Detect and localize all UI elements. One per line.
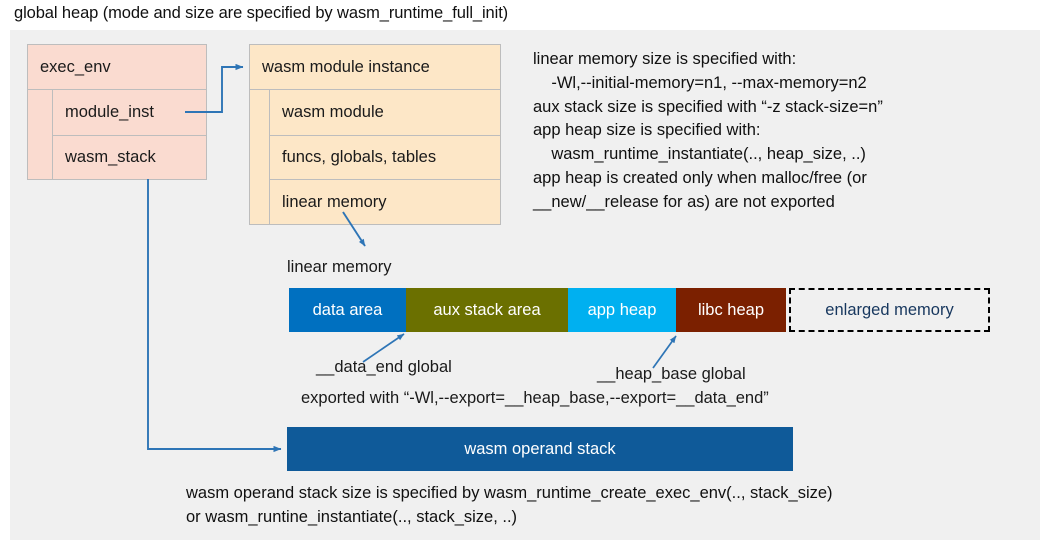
module-instance-body: wasm module funcs, globals, tables linea… — [249, 90, 501, 225]
exec-env-box: exec_env module_inst wasm_stack — [27, 44, 207, 180]
wasm-module-instance-box: wasm module instance wasm module funcs, … — [249, 44, 501, 225]
memory-segment-libc-heap: libc heap — [676, 288, 786, 332]
memory-segment-data-area: data area — [289, 288, 406, 332]
module-instance-field-linear-memory: linear memory — [270, 179, 500, 224]
memory-segment-enlarged-memory: enlarged memory — [789, 288, 990, 332]
module-instance-field-wasm-module: wasm module — [282, 102, 384, 121]
module-instance-gutter — [250, 90, 270, 224]
exec-env-header: exec_env — [27, 44, 207, 90]
memory-segment-aux-stack-area: aux stack area — [406, 288, 568, 332]
exec-env-body: module_inst wasm_stack — [27, 90, 207, 180]
heap-base-annotation: __heap_base global — [597, 365, 746, 383]
data-end-annotation: __data_end global — [316, 358, 452, 376]
module-instance-header: wasm module instance — [249, 44, 501, 90]
exec-env-field-module-inst: module_inst — [65, 102, 154, 121]
memory-segment-app-heap: app heap — [568, 288, 676, 332]
operand-stack-note: wasm operand stack size is specified by … — [186, 484, 833, 526]
exec-env-field-wasm-stack: wasm_stack — [53, 134, 206, 180]
linear-memory-note: linear memory size is specified with: -W… — [533, 50, 883, 211]
module-instance-field-funcs-globals-tables: funcs, globals, tables — [270, 134, 500, 180]
wasm-operand-stack-bar: wasm operand stack — [287, 427, 793, 471]
exec-env-gutter — [28, 90, 53, 179]
page-title: global heap (mode and size are specified… — [14, 4, 509, 22]
exported-with-annotation: exported with “-Wl,--export=__heap_base,… — [301, 389, 769, 407]
linear-memory-bar-label: linear memory — [287, 258, 392, 276]
